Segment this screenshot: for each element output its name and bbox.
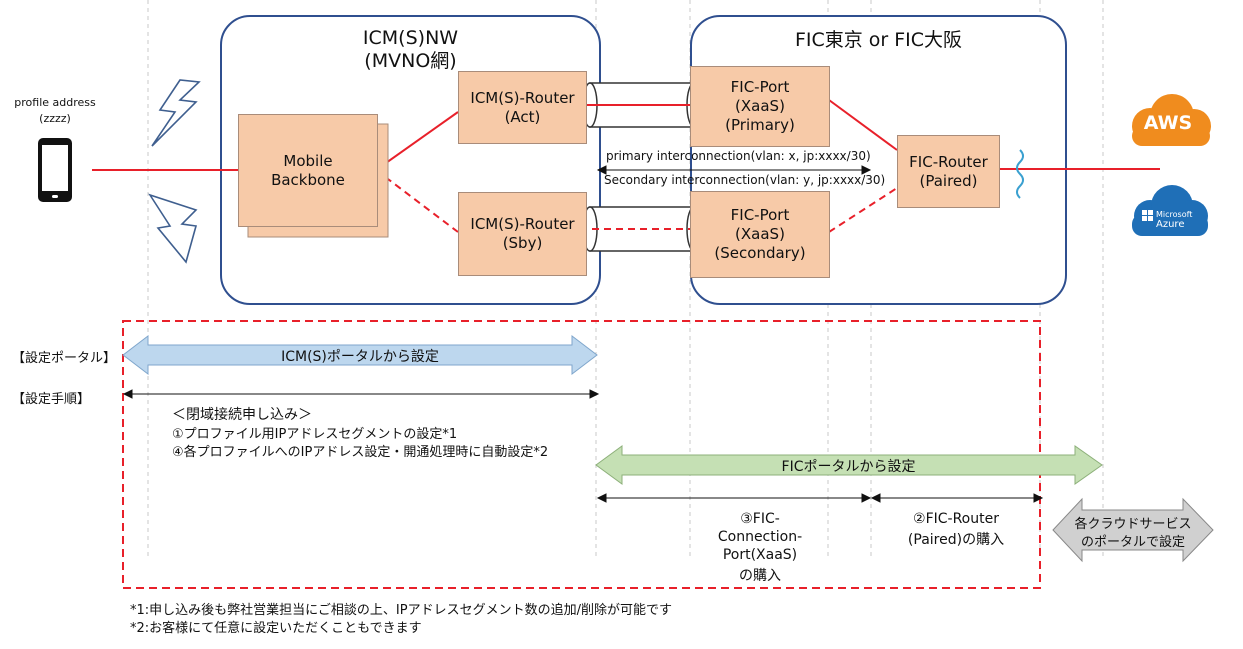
icm-network-title: ICM(S)NW: [362, 27, 459, 49]
mobile-backbone-node: Mobile Backbone: [238, 114, 378, 227]
procedure-step4: ④各プロファイルへのIPアドレス設定・開通処理時に自動設定*2: [172, 445, 549, 460]
procedure-step3-line1: ③FIC-: [740, 511, 780, 527]
mobile-backbone-line2: Backbone: [271, 170, 345, 189]
fic-portal-arrow-label: FICポータルから設定: [781, 459, 916, 475]
device-label-line1: profile address: [14, 96, 96, 109]
aws-label: AWS: [1143, 112, 1193, 134]
procedure-step2-line1: ②FIC-Router: [913, 511, 999, 527]
fic-port-primary-line1: FIC-Port: [730, 78, 790, 96]
cloud-portal-label-line2: のポータルで設定: [1080, 535, 1185, 550]
icm-router-act-line1: ICM(S)-Router: [470, 88, 575, 107]
icm-portal-arrow-label: ICM(S)ポータルから設定: [281, 349, 439, 365]
footnote-1: *1:申し込み後も弊社営業担当にご相談の上、IPアドレスセグメント数の追加/削除…: [130, 603, 672, 618]
procedure-step3-line4: の購入: [739, 568, 781, 584]
fic-port-primary-line2: (XaaS): [735, 97, 785, 115]
icm-router-sby-line1: ICM(S)-Router: [470, 215, 575, 233]
fic-router-line1: FIC-Router: [909, 152, 988, 171]
procedure-step2-line2: (Paired)の購入: [907, 532, 1005, 548]
icm-router-sby-node: ICM(S)-Router (Sby): [458, 192, 587, 276]
icm-router-sby-line2: (Sby): [502, 234, 543, 252]
fic-router-node: FIC-Router (Paired): [897, 135, 1000, 208]
mobile-backbone-line1: Mobile: [283, 151, 333, 170]
fic-port-secondary-line3: (Secondary): [714, 244, 806, 262]
portal-section-label: 【設定ポータル】: [12, 351, 117, 366]
fic-port-primary-node: FIC-Port (XaaS) (Primary): [690, 66, 830, 147]
fic-port-secondary-node: FIC-Port (XaaS) (Secondary): [690, 191, 830, 278]
procedure-step3-line3: Port(XaaS): [722, 547, 798, 563]
icm-router-act-node: ICM(S)-Router (Act): [458, 71, 587, 144]
fic-router-line2: (Paired): [919, 171, 978, 190]
fic-port-secondary-line1: FIC-Port: [730, 206, 790, 224]
icm-router-act-line2: (Act): [504, 107, 541, 126]
cloud-portal-label-line1: 各クラウドサービス: [1074, 517, 1192, 532]
azure-cloud-icon: Microsoft Azure: [1122, 182, 1214, 240]
procedure-step3-line2: Connection-: [717, 529, 803, 545]
azure-label-line1: Microsoft: [1156, 210, 1193, 219]
procedure-section-label: 【設定手順】: [12, 392, 91, 407]
icm-network-subtitle: (MVNO網): [364, 50, 457, 72]
primary-interconnection-label: primary interconnection(vlan: x, jp:xxxx…: [606, 149, 871, 163]
fic-port-primary-line3: (Primary): [725, 116, 795, 134]
secondary-interconnection-label: Secondary interconnection(vlan: y, jp:xx…: [604, 173, 886, 187]
mobile-device-icon: [38, 138, 72, 202]
procedure-step1: ①プロファイル用IPアドレスセグメントの設定*1: [172, 427, 458, 442]
fic-port-secondary-line2: (XaaS): [735, 225, 785, 243]
footnote-2: *2:お客様にて任意に設定いただくこともできます: [130, 621, 422, 636]
fic-region-title: FIC東京 or FIC大阪: [794, 29, 963, 51]
azure-label-line2: Azure: [1156, 219, 1185, 230]
procedure-header: ＜閉域接続申し込み＞: [172, 407, 312, 423]
device-label-line2: (zzzz): [39, 112, 71, 125]
aws-cloud-icon: AWS: [1120, 92, 1216, 150]
